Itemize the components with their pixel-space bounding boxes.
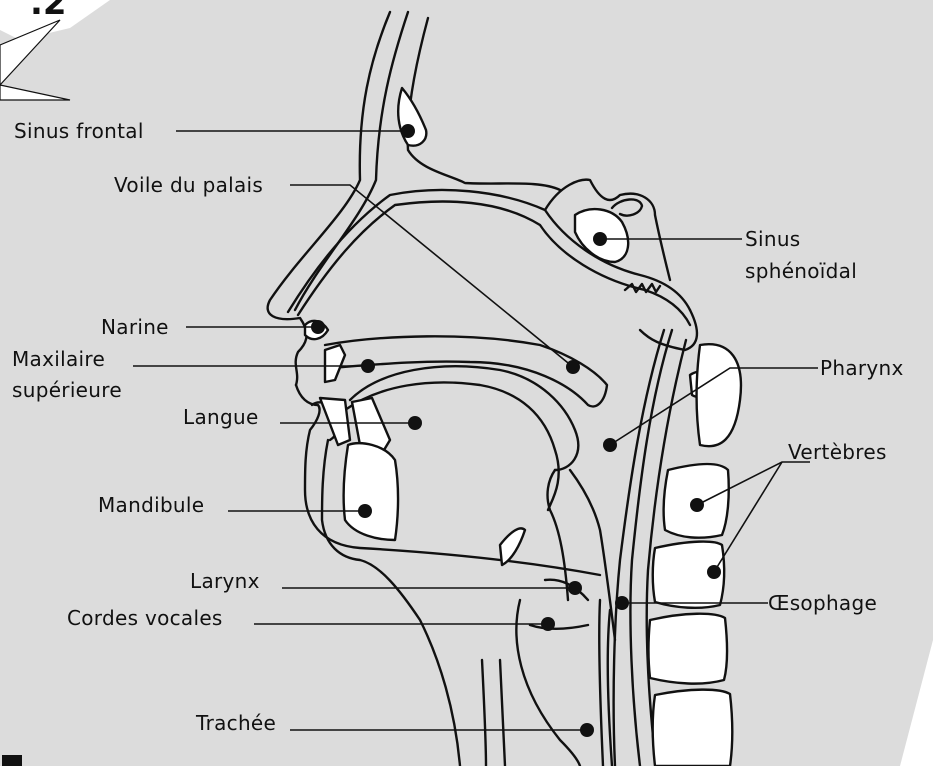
dot-mandibule: [358, 504, 372, 518]
label-oesophage: Œsophage: [768, 591, 877, 615]
dot-pharynx: [603, 438, 617, 452]
dot-cordes-vocales: [541, 617, 555, 631]
label-mandibule: Mandibule: [98, 493, 204, 517]
dot-sinus-sphenoidal: [593, 232, 607, 246]
dot-larynx: [568, 581, 582, 595]
dot-trachee: [580, 723, 594, 737]
label-cordes-vocales: Cordes vocales: [67, 606, 223, 630]
label-sinus-sphenoidal-1: Sinus: [745, 227, 801, 251]
label-maxilaire-2: supérieure: [12, 378, 122, 402]
label-sinus-frontal: Sinus frontal: [14, 119, 144, 143]
label-sinus-sphenoidal-2: sphénoïdal: [745, 259, 857, 283]
label-pharynx: Pharynx: [820, 356, 904, 380]
dot-vertebre-1: [690, 498, 704, 512]
dot-vertebre-2: [707, 565, 721, 579]
vertebra-c6: [653, 690, 733, 766]
label-voile-du-palais: Voile du palais: [114, 173, 263, 197]
label-narine: Narine: [101, 315, 169, 339]
corner-fragment: .2: [30, 0, 67, 23]
dot-sinus-frontal: [401, 124, 415, 138]
dot-maxilaire: [361, 359, 375, 373]
dot-narine: [311, 320, 325, 334]
dot-voile-du-palais: [566, 360, 580, 374]
label-vertebres: Vertèbres: [788, 440, 887, 464]
dot-oesophage: [615, 596, 629, 610]
label-larynx: Larynx: [190, 569, 260, 593]
vertebra-c5: [649, 614, 728, 684]
dot-langue: [408, 416, 422, 430]
label-maxilaire-1: Maxilaire: [12, 347, 105, 371]
bottom-tick: [2, 755, 22, 766]
mandible: [344, 443, 398, 540]
label-langue: Langue: [183, 405, 259, 429]
label-trachee: Trachée: [195, 711, 276, 735]
